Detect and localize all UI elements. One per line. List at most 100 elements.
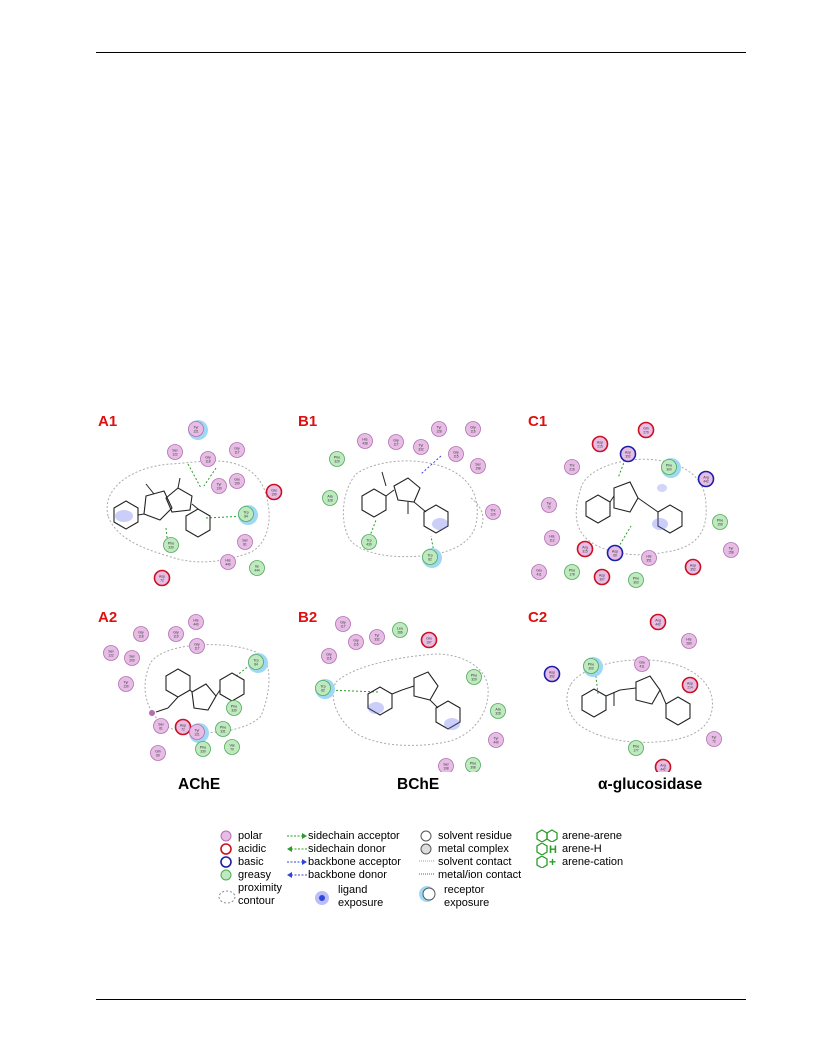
panel-b2-label: B2 xyxy=(298,609,318,626)
residue-name: Ala xyxy=(327,495,332,499)
residue-number: 116 xyxy=(470,430,475,434)
residue-name: Trp xyxy=(320,685,325,689)
legend-greasy: greasy xyxy=(238,869,272,881)
residue-number: 130 xyxy=(216,487,222,491)
top-rule xyxy=(96,52,746,53)
residue-name: Arg xyxy=(582,546,588,550)
legend-polar: polar xyxy=(238,830,263,842)
legend-acidic: acidic xyxy=(238,843,267,855)
residue-number: 177 xyxy=(633,749,639,753)
residue-number: 121 xyxy=(194,733,200,737)
residue-name: Trp xyxy=(427,554,432,558)
residue-name: Ser xyxy=(172,449,178,453)
residue-number: 122 xyxy=(172,453,178,457)
residue-name: Phe xyxy=(569,569,575,573)
residue-number: 444 xyxy=(254,569,260,573)
residue-name: Thr xyxy=(490,509,496,513)
residue-number: 70 xyxy=(230,748,234,752)
residue-number: 440 xyxy=(493,741,499,745)
enzyme-label-ache: AChE xyxy=(178,776,221,793)
arene-cation-icon: + xyxy=(536,855,556,868)
residue-number: 300 xyxy=(666,468,672,472)
residue-name: Phe xyxy=(666,464,672,468)
residue-number: 115 xyxy=(326,657,331,661)
panel-a2-label: A2 xyxy=(98,609,118,626)
legend-sidechain-donor: sidechain donor xyxy=(308,843,386,855)
legend-solvent-contact: solvent contact xyxy=(438,856,512,868)
residue-number: 130 xyxy=(123,685,129,689)
legend-solvent-residue: solvent residue xyxy=(438,830,512,842)
residue-number: 398 xyxy=(470,766,476,770)
receptor-exposure-icon xyxy=(419,886,436,902)
residue-name: Tyr xyxy=(712,736,718,740)
residue-name: Gly xyxy=(194,643,200,647)
residue-name: Asp xyxy=(625,451,631,455)
residue-number: 117 xyxy=(194,647,199,651)
residue-number: 117 xyxy=(340,625,345,629)
residue-name: Phe xyxy=(334,456,340,460)
residue-name: Glu xyxy=(639,661,645,665)
residue-name: Asp xyxy=(687,682,693,686)
polar-swatch-icon xyxy=(220,830,232,842)
solvent-residue-icon xyxy=(420,830,432,842)
basic-swatch-icon xyxy=(220,856,232,868)
residue-name: Phe xyxy=(471,674,477,678)
residue-number: 159 xyxy=(717,523,723,527)
acidic-swatch-icon xyxy=(220,843,232,855)
residue-number: 199 xyxy=(234,482,240,486)
residue-number: 118 xyxy=(205,460,210,464)
residue-name: His xyxy=(686,638,691,642)
metal-ion-contact-line-icon xyxy=(419,873,435,875)
residue-number: 332 xyxy=(418,448,424,452)
residue-number: 215 xyxy=(597,445,603,449)
residue-name: Phe xyxy=(168,542,174,546)
panel-c1-diagram: Gln279Asp215Asp352Thr216Phe300Arg442Tyr7… xyxy=(531,421,739,588)
backbone-donor-arrow-icon xyxy=(287,872,307,878)
residue-number: 307 xyxy=(599,578,605,582)
legend-receptor-exposure: exposure xyxy=(444,897,490,909)
residue-name: Ser xyxy=(475,463,481,467)
legend-sidechain-acceptor: sidechain acceptor xyxy=(308,830,400,842)
legend-receptor: receptor xyxy=(444,884,485,896)
residue-name: Tyr xyxy=(195,729,201,733)
residue-number: 331 xyxy=(220,730,226,734)
enzyme-label-alpha-glucosidase: α-glucosidase xyxy=(598,776,703,793)
residue-number: 199 xyxy=(271,493,277,497)
sidechain-acceptor-arrow-icon xyxy=(287,833,307,839)
residue-name: Gly xyxy=(173,631,179,635)
residue-number: 352 xyxy=(690,568,696,572)
residue-number: 430 xyxy=(366,543,372,547)
residue-name: Tyr xyxy=(124,681,130,685)
